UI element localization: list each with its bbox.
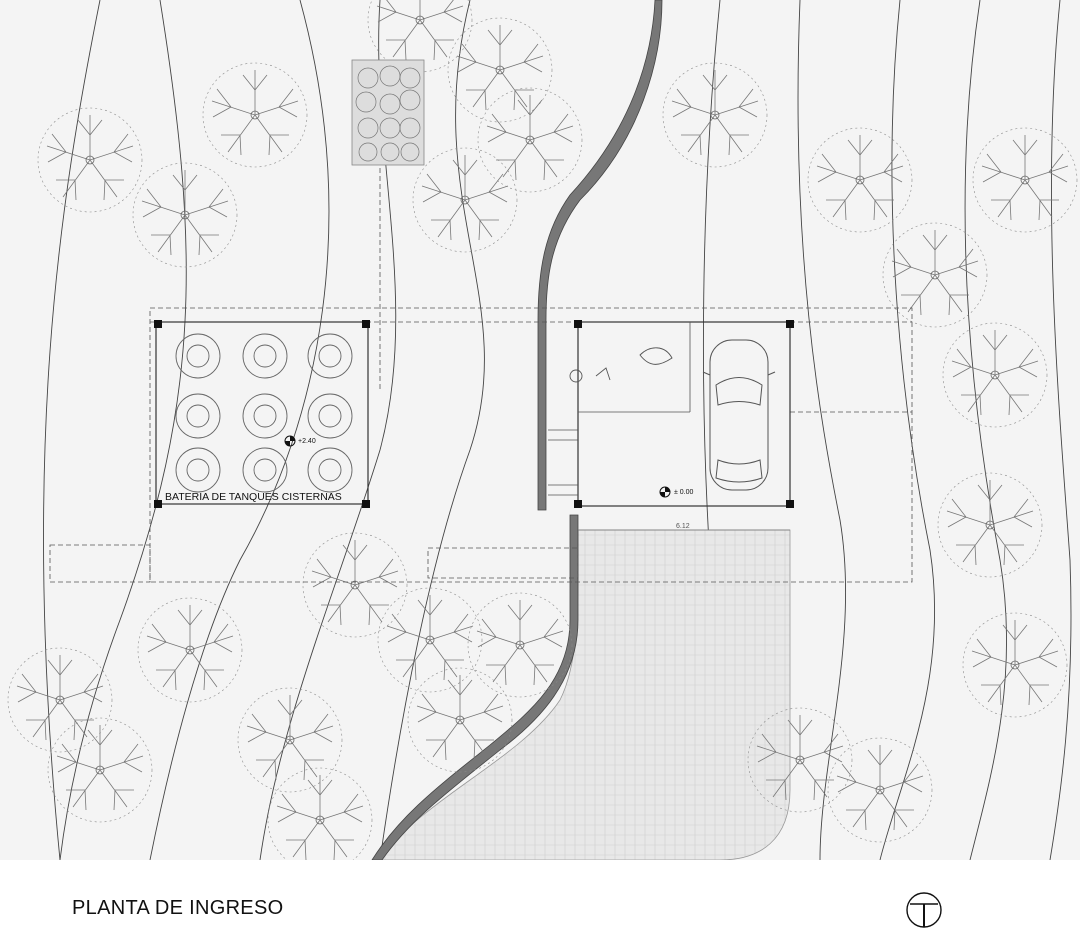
access-road [537, 0, 663, 511]
tank-battery-label: BATERIA DE TANQUES CISTERNAS [165, 491, 342, 503]
site-plan-drawing: BATERIA DE TANQUES CISTERNAS +2.40 ± 0.0… [0, 0, 1080, 860]
dimension-label: 6.12 [676, 523, 690, 530]
figures [569, 347, 673, 383]
tank-platform [154, 320, 370, 508]
parking-canopy [548, 320, 794, 531]
drawing-title: PLANTA DE INGRESO [72, 897, 284, 919]
level-marker-icon [284, 435, 296, 447]
level-tanks-label: +2.40 [298, 438, 316, 445]
access-road-lower [371, 514, 579, 860]
north-arrow-icon [906, 892, 942, 928]
steps [548, 429, 578, 496]
level-marker-icon [659, 486, 671, 498]
car-icon [702, 339, 776, 491]
level-parking-label: ± 0.00 [674, 489, 694, 496]
shrub-block [351, 59, 425, 166]
